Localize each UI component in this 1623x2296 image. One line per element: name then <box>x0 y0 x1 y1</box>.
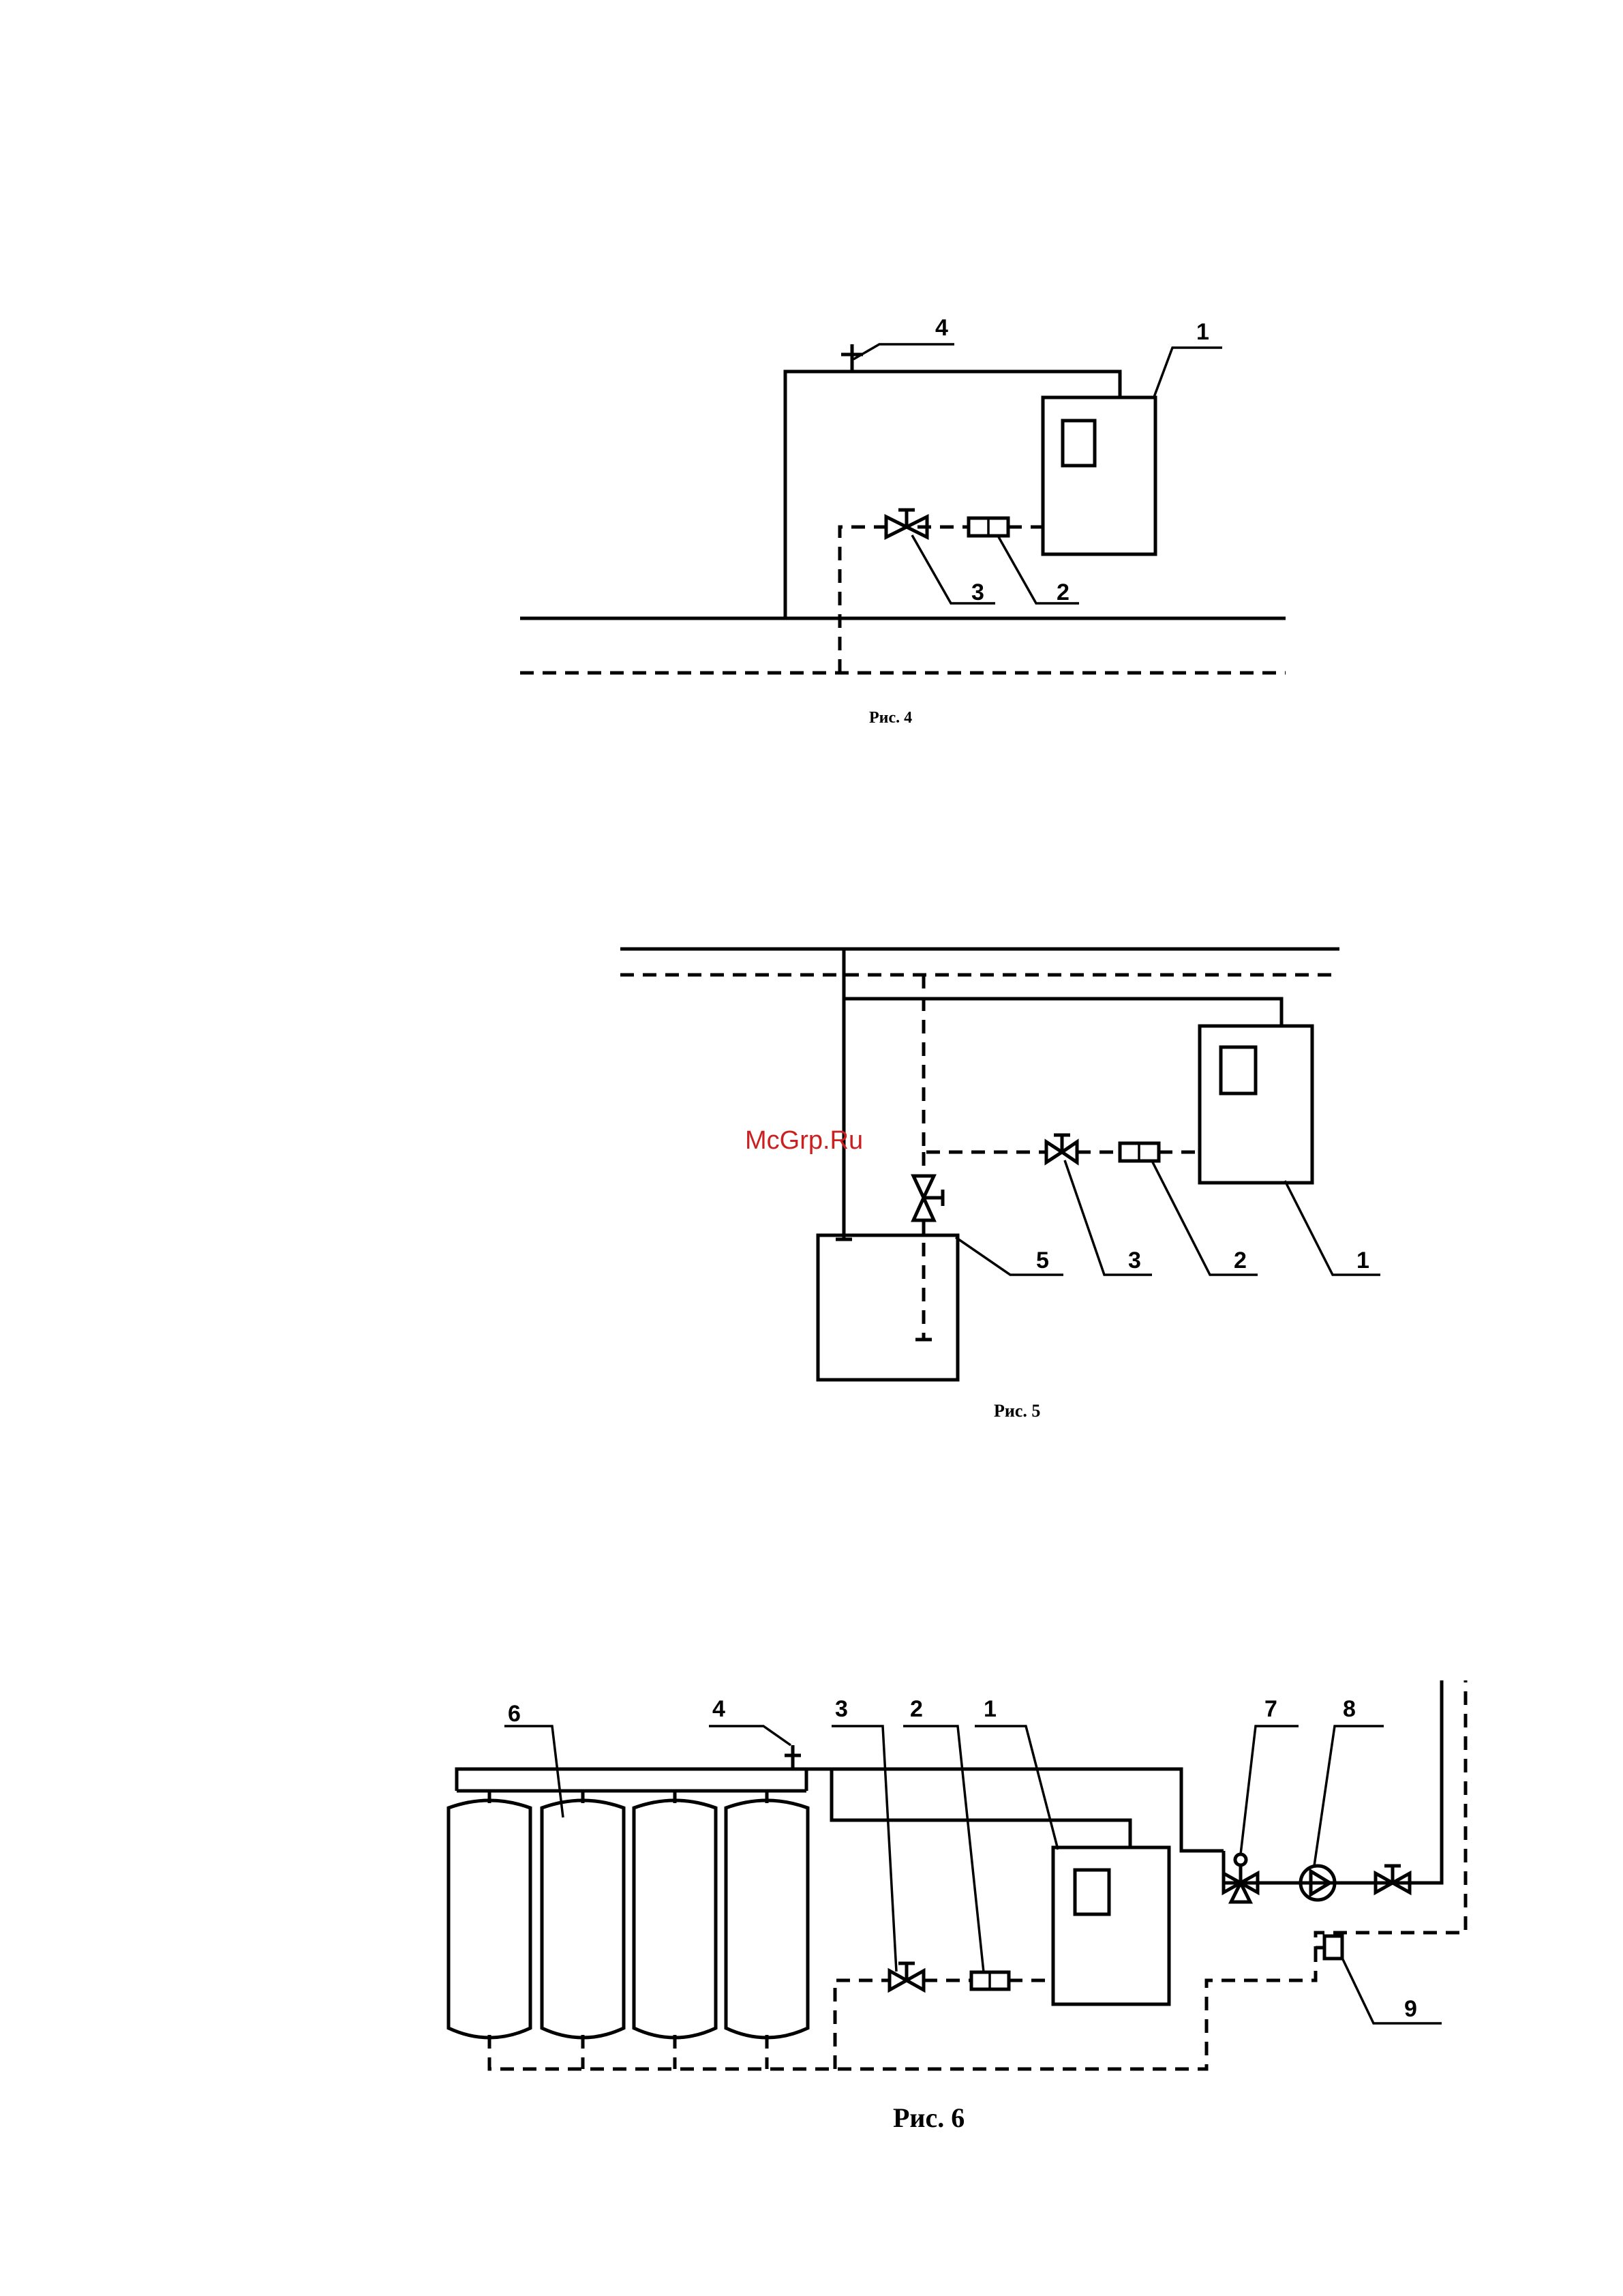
fig6-leader-1 <box>975 1726 1058 1849</box>
fig6-vent-icon <box>785 1745 801 1769</box>
fig6-leader-9 <box>1341 1957 1442 2023</box>
fig6-label-1: 1 <box>984 1696 997 1722</box>
fig4-valve-icon <box>886 510 927 537</box>
fig6-leader-8 <box>1314 1726 1384 1866</box>
fig5-label-5: 5 <box>1036 1248 1049 1273</box>
figure-5: 5 3 2 1 Рис. 5 <box>620 949 1380 1421</box>
fig4-boiler <box>1043 397 1155 554</box>
fig5-filter-icon <box>1120 1143 1159 1161</box>
fig6-boiler-return <box>835 1980 890 2069</box>
fig4-label-2: 2 <box>1057 579 1070 605</box>
fig6-pump-line <box>1224 1680 1442 1883</box>
figure-4: 4 1 3 2 Рис. 4 <box>520 315 1286 727</box>
fig5-label-2: 2 <box>1234 1248 1247 1273</box>
fig5-caption: Рис. 5 <box>994 1401 1040 1421</box>
fig5-return-riser <box>924 975 1046 1152</box>
fig6-boiler <box>1053 1847 1169 2004</box>
fig5-label-3: 3 <box>1128 1248 1141 1273</box>
fig6-leader-7 <box>1241 1726 1299 1854</box>
fig6-filter-icon <box>971 1972 1009 1989</box>
fig4-filter-icon <box>969 518 1008 536</box>
fig6-valve-icon <box>890 1963 924 1990</box>
fig6-tank-4 <box>726 1800 808 2038</box>
fig4-label-1: 1 <box>1196 319 1209 345</box>
fig6-sensor-icon <box>1316 1936 1342 1959</box>
fig6-label-7: 7 <box>1264 1696 1277 1722</box>
fig6-leader-3 <box>832 1726 896 1972</box>
fig6-outlet-valve-icon <box>1376 1866 1410 1892</box>
figure-6: 6 4 3 2 1 7 8 9 Рис. 6 <box>449 1680 1466 2133</box>
fig5-boiler-supply <box>844 999 1281 1026</box>
fig6-caption: Рис. 6 <box>893 2102 965 2133</box>
fig6-header-pipe <box>457 1769 1224 1851</box>
fig6-leader-4 <box>709 1726 791 1745</box>
fig5-boiler-window <box>1221 1047 1256 1093</box>
fig4-leader-4 <box>853 344 954 359</box>
fig6-label-9: 9 <box>1404 1996 1417 2022</box>
fig5-tank <box>818 1235 958 1380</box>
fig6-boiler-window <box>1075 1870 1109 1914</box>
fig5-drain-valve-icon <box>913 1176 943 1220</box>
fig4-label-3: 3 <box>971 579 984 605</box>
fig4-return-branch <box>840 527 896 673</box>
fig6-label-2: 2 <box>910 1696 923 1722</box>
fig6-tank-2 <box>542 1800 624 2038</box>
fig6-label-3: 3 <box>835 1696 848 1722</box>
fig5-label-1: 1 <box>1356 1248 1369 1273</box>
fig6-three-way-valve-icon <box>1224 1854 1258 1902</box>
fig4-vent-icon <box>841 344 863 372</box>
fig4-caption: Рис. 4 <box>869 709 912 727</box>
fig6-boiler-supply <box>832 1769 1130 1847</box>
fig4-label-4: 4 <box>935 315 948 341</box>
fig6-leader-2 <box>903 1726 984 1972</box>
fig6-tank-3 <box>634 1800 716 2038</box>
fig4-leader-1 <box>1153 348 1222 399</box>
fig5-valve-icon <box>1046 1135 1077 1162</box>
watermark: McGrp.Ru <box>745 1126 863 1155</box>
fig6-label-8: 8 <box>1343 1696 1356 1722</box>
fig4-riser-pipe <box>785 372 1120 618</box>
fig6-label-4: 4 <box>712 1696 725 1722</box>
fig6-tank-1 <box>449 1800 530 2038</box>
fig4-boiler-window <box>1063 421 1095 466</box>
fig6-label-6: 6 <box>508 1701 521 1727</box>
